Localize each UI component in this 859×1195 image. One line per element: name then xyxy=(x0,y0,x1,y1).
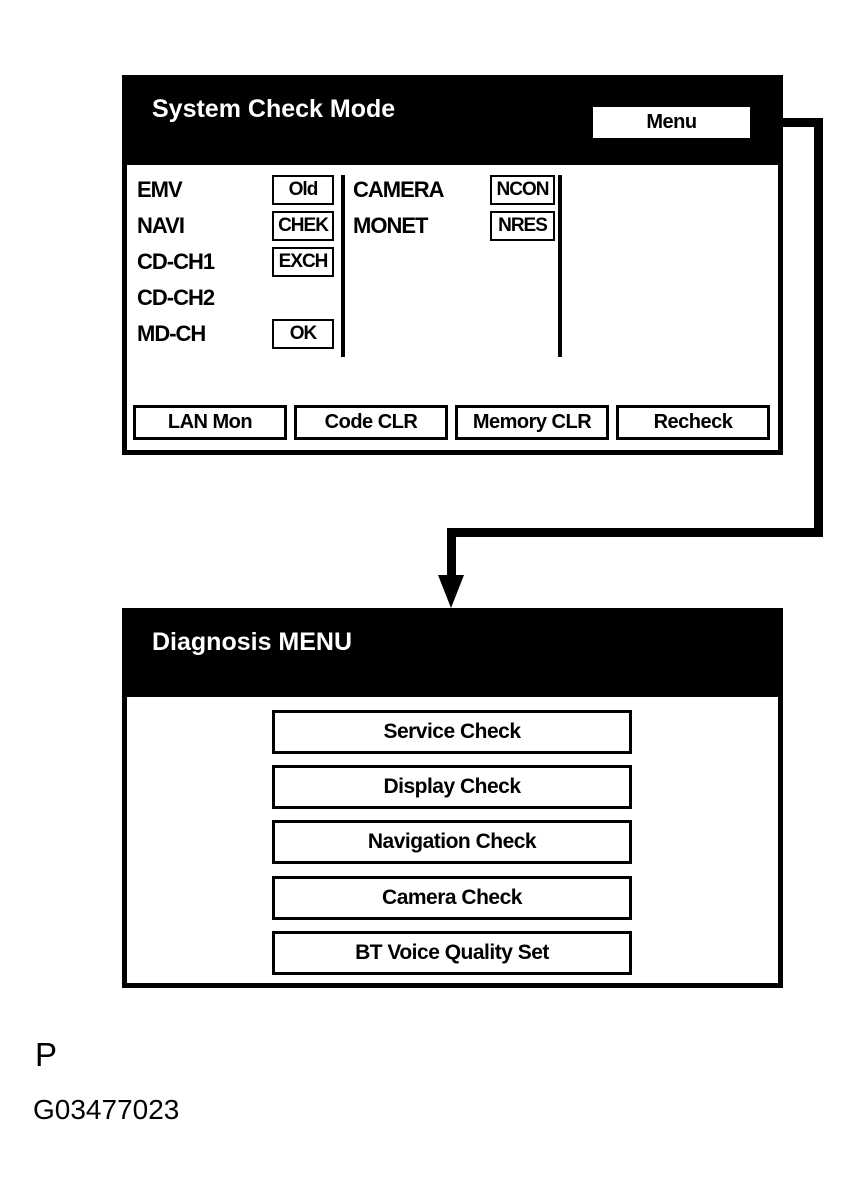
device-label-monet: MONET xyxy=(353,213,428,238)
flow-line-bottom-horizontal xyxy=(447,528,823,537)
navigation-check-button[interactable]: Navigation Check xyxy=(272,820,632,864)
device-label-cd-ch1: CD-CH1 xyxy=(137,249,215,274)
status-box-monet: NRES xyxy=(490,211,555,241)
camera-check-button[interactable]: Camera Check xyxy=(272,876,632,920)
device-label-navi: NAVI xyxy=(137,213,185,238)
device-label-emv: EMV xyxy=(137,177,183,202)
status-box-emv: Old xyxy=(272,175,334,205)
menu-button[interactable]: Menu xyxy=(593,107,750,138)
status-box-cd-ch1: EXCH xyxy=(272,247,334,277)
flow-line-drop xyxy=(447,528,456,578)
screen1-header: System Check Mode Menu xyxy=(127,80,778,165)
display-check-button[interactable]: Display Check xyxy=(272,765,632,809)
bt-voice-quality-set-button[interactable]: BT Voice Quality Set xyxy=(272,931,632,975)
column-divider-right xyxy=(558,175,562,357)
device-label-md-ch: MD-CH xyxy=(137,321,206,346)
lan-mon-button[interactable]: LAN Mon xyxy=(133,405,287,440)
flow-line-from-menu xyxy=(750,118,823,127)
column-divider-left xyxy=(341,175,345,357)
flow-line-right-vertical xyxy=(814,118,823,537)
status-box-camera: NCON xyxy=(490,175,555,205)
screen2-header: Diagnosis MENU xyxy=(127,613,778,697)
recheck-button[interactable]: Recheck xyxy=(616,405,770,440)
device-label-camera: CAMERA xyxy=(353,177,445,202)
memory-clr-button[interactable]: Memory CLR xyxy=(455,405,609,440)
page-label: P xyxy=(35,1036,58,1073)
flow-arrowhead-icon xyxy=(438,575,464,608)
status-box-md-ch: OK xyxy=(272,319,334,349)
system-check-screen: System Check Mode Menu EMV NAVI CD-CH1 C… xyxy=(122,75,783,455)
screen2-title: Diagnosis MENU xyxy=(152,628,353,656)
figure-code: G03477023 xyxy=(33,1094,180,1125)
code-clr-button[interactable]: Code CLR xyxy=(294,405,448,440)
service-check-button[interactable]: Service Check xyxy=(272,710,632,754)
device-label-cd-ch2: CD-CH2 xyxy=(137,285,215,310)
diagnosis-menu-screen: Diagnosis MENU Service Check Display Che… xyxy=(122,608,783,988)
screen1-title: System Check Mode xyxy=(152,95,396,123)
status-box-navi: CHEK xyxy=(272,211,334,241)
